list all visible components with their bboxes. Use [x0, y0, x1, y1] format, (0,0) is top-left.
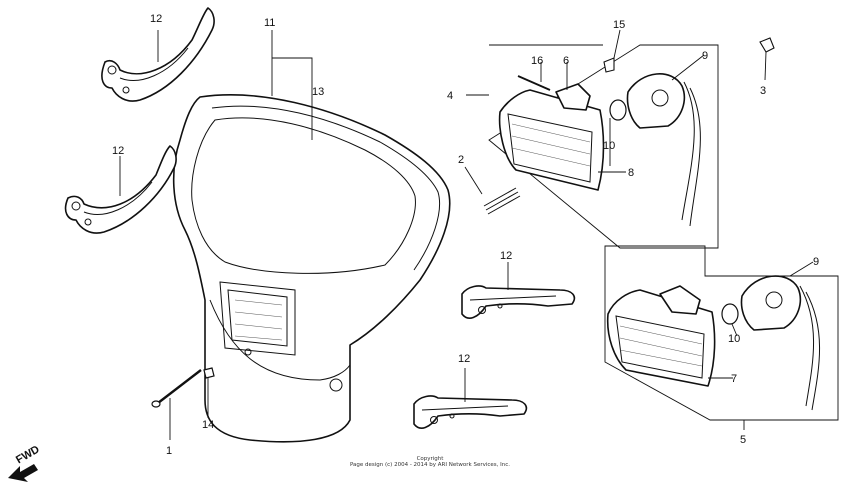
callout-15: 15 [613, 19, 625, 31]
copyright-title: Copyright [416, 456, 444, 462]
headlight-cowl [172, 94, 451, 443]
callout-9-lower: 9 [813, 256, 819, 268]
rubber-grommet [759, 37, 775, 53]
headlight-assembly-upper [483, 44, 719, 249]
callout-10-upper: 10 [603, 140, 615, 152]
callout-14: 14 [202, 419, 214, 431]
leader-lines [119, 29, 814, 440]
copyright-notice: Copyright Page design (c) 2004 - 2014 by… [300, 456, 560, 468]
forward-arrow-icon [8, 464, 38, 482]
callout-4: 4 [447, 90, 453, 102]
callout-labels: 12 12 11 13 2 4 16 6 15 9 3 10 8 12 12 9… [112, 13, 819, 457]
mount-bracket-lower [64, 145, 177, 234]
callout-12-center-lower: 12 [458, 353, 470, 365]
callout-12-center-upper: 12 [500, 250, 512, 262]
callout-10-lower: 10 [728, 333, 740, 345]
callout-3: 3 [760, 85, 766, 97]
copyright-text: Page design (c) 2004 - 2014 by ARI Netwo… [349, 462, 511, 468]
headlight-stay-upper [461, 285, 576, 319]
callout-12-lower: 12 [112, 145, 124, 157]
headlight-assembly-lower [604, 245, 839, 421]
callout-5: 5 [740, 434, 746, 446]
callout-6: 6 [563, 55, 569, 67]
callout-12-upper: 12 [150, 13, 162, 25]
callout-2: 2 [458, 154, 464, 166]
cowl-nut [203, 367, 215, 379]
cowl-bolt [151, 369, 202, 408]
callout-7: 7 [731, 373, 737, 385]
callout-8: 8 [628, 167, 634, 179]
callout-16: 16 [531, 55, 543, 67]
callout-1: 1 [166, 445, 172, 457]
callout-11: 11 [264, 17, 275, 29]
callout-13: 13 [312, 86, 324, 98]
headlight-stay-lower [413, 395, 528, 429]
callout-9-upper: 9 [702, 50, 708, 62]
mount-bracket-upper [101, 7, 215, 102]
